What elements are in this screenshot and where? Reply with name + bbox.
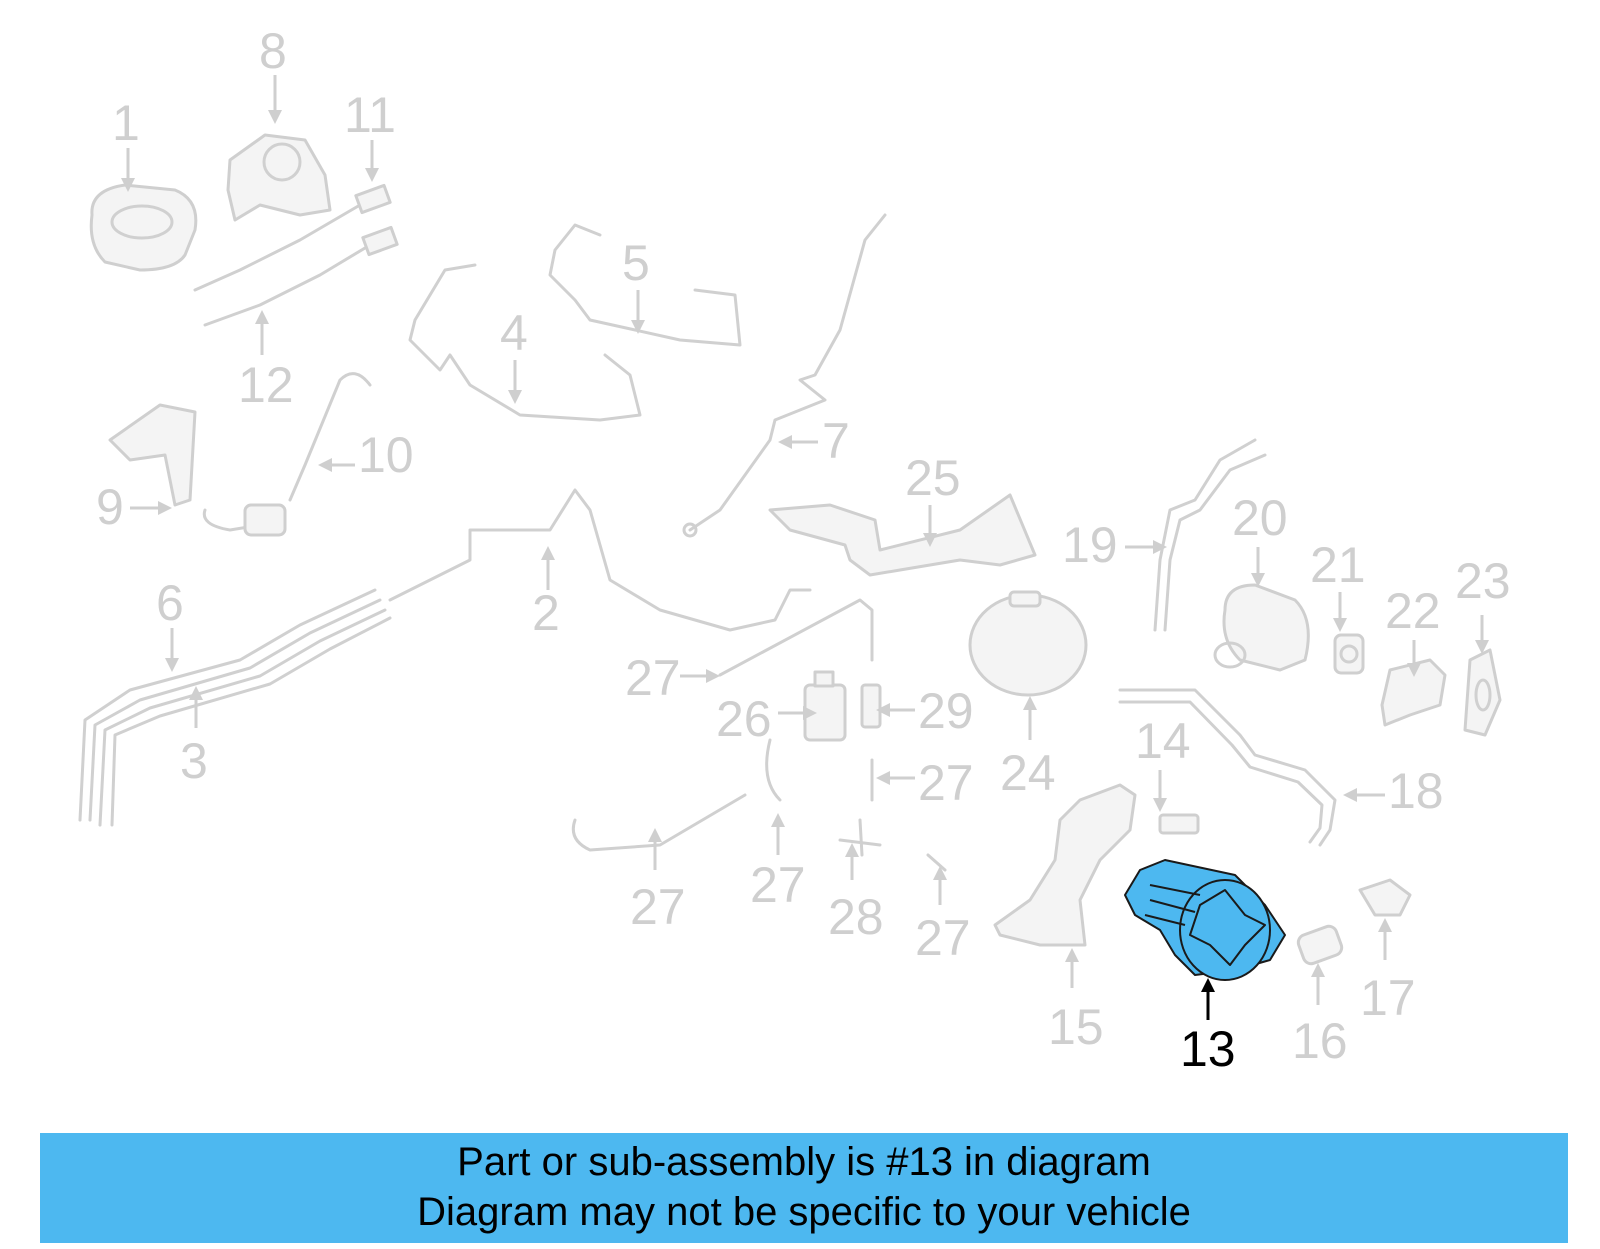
callout-21: 21 xyxy=(1310,537,1366,593)
callout-26: 26 xyxy=(716,691,772,747)
part-2-drawing xyxy=(388,488,812,632)
part-22-drawing xyxy=(1380,658,1447,727)
info-banner: Part or sub-assembly is #13 in diagram D… xyxy=(40,1133,1568,1243)
callout-19: 19 xyxy=(1062,517,1118,573)
callout-20: 20 xyxy=(1232,490,1288,546)
callout-3: 3 xyxy=(180,733,208,789)
part-9-drawing xyxy=(108,403,197,507)
part-28-drawing xyxy=(838,818,882,857)
part-6-drawing xyxy=(78,588,382,822)
callout-labels: 1 2 3 4 5 6 7 8 9 10 11 12 13 14 15 16 1… xyxy=(96,23,1511,1077)
callout-15: 15 xyxy=(1048,999,1104,1055)
callout-27-e: 27 xyxy=(915,910,971,966)
callout-10: 10 xyxy=(358,427,414,483)
part-7-drawing xyxy=(682,213,887,538)
callout-24: 24 xyxy=(1000,745,1056,801)
callout-27-d: 27 xyxy=(750,857,806,913)
part-10-drawing xyxy=(202,372,372,537)
part-26-drawing xyxy=(803,670,847,742)
callout-11: 11 xyxy=(344,87,396,143)
part-4-drawing xyxy=(408,263,642,422)
callout-27-a: 27 xyxy=(625,650,681,706)
callout-18: 18 xyxy=(1388,763,1444,819)
callout-4: 4 xyxy=(500,305,528,361)
callout-6: 6 xyxy=(156,575,184,631)
callout-22: 22 xyxy=(1385,583,1441,639)
part-13-drawing xyxy=(1124,859,1286,981)
part-11-drawing xyxy=(193,183,392,292)
callout-14: 14 xyxy=(1135,713,1191,769)
part-12-drawing xyxy=(203,225,399,327)
part-5-drawing xyxy=(548,223,742,347)
callout-2: 2 xyxy=(532,585,560,641)
callout-28: 28 xyxy=(828,889,884,945)
part-15-drawing xyxy=(993,783,1137,947)
part-19-drawing xyxy=(1153,438,1267,632)
part-17-drawing xyxy=(1358,878,1412,917)
banner-line-2: Diagram may not be specific to your vehi… xyxy=(417,1190,1191,1234)
callout-16: 16 xyxy=(1292,1013,1348,1069)
part-8-drawing xyxy=(226,133,332,222)
part-21-drawing xyxy=(1333,633,1365,675)
callout-29: 29 xyxy=(918,683,974,739)
callout-27-b: 27 xyxy=(918,755,974,811)
part-20-drawing xyxy=(1213,583,1310,672)
callout-13: 13 xyxy=(1180,1021,1236,1077)
part-18-drawing xyxy=(1118,688,1337,847)
callout-25: 25 xyxy=(905,450,961,506)
callout-5: 5 xyxy=(622,235,650,291)
callout-9: 9 xyxy=(96,479,124,535)
callout-12: 12 xyxy=(238,357,294,413)
part-14-drawing xyxy=(1158,813,1200,835)
part-27-drawing xyxy=(571,598,947,872)
part-3-drawing xyxy=(98,608,392,827)
callout-arrows xyxy=(121,75,1489,1020)
part-29-drawing xyxy=(860,683,882,729)
callout-7: 7 xyxy=(822,413,850,469)
callout-1: 1 xyxy=(112,95,140,151)
callout-23: 23 xyxy=(1455,553,1511,609)
part-1-drawing xyxy=(89,183,198,272)
callout-8: 8 xyxy=(259,23,287,79)
callout-27-c: 27 xyxy=(630,879,686,935)
part-25-drawing xyxy=(768,493,1037,577)
part-16-drawing xyxy=(1296,924,1344,966)
part-23-drawing xyxy=(1463,648,1502,737)
banner-line-1: Part or sub-assembly is #13 in diagram xyxy=(457,1140,1151,1184)
part-24-drawing xyxy=(968,590,1088,697)
callout-17: 17 xyxy=(1360,970,1416,1026)
